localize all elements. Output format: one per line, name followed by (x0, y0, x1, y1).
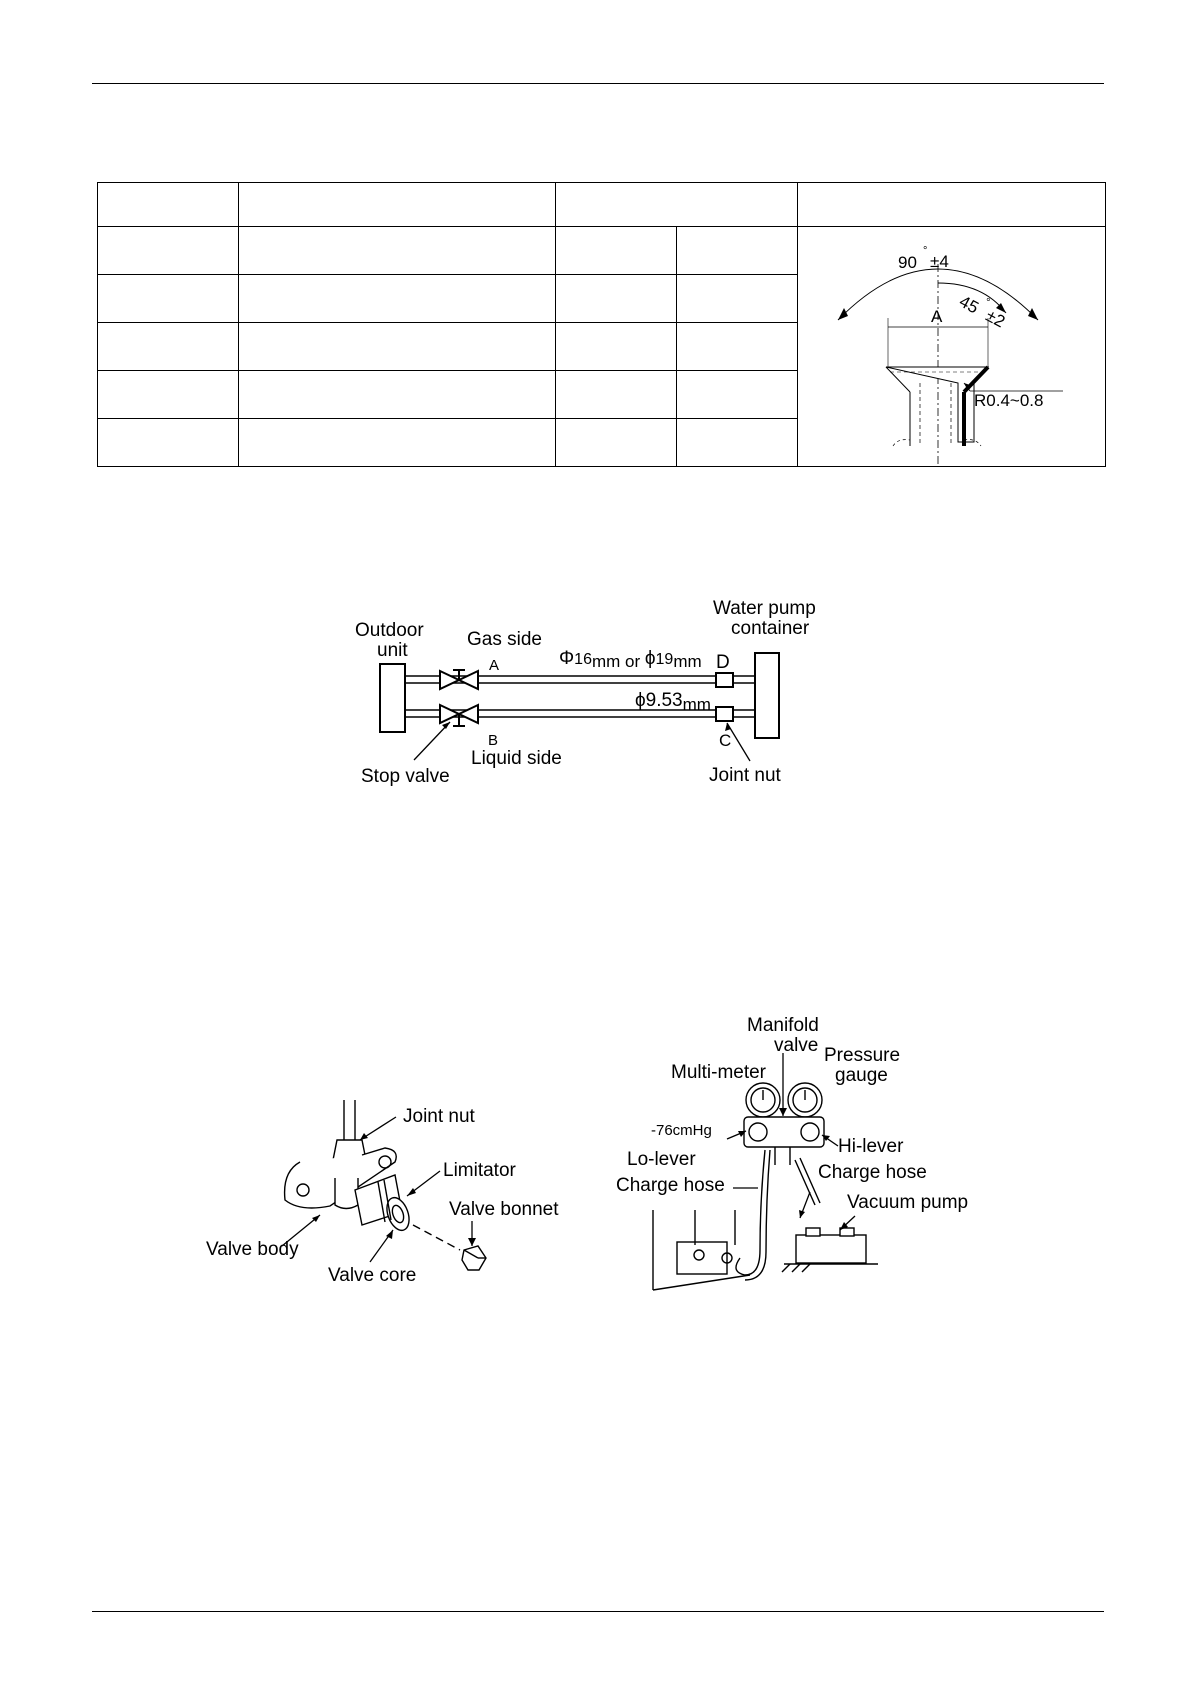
joint-nut-label: Joint nut (709, 765, 782, 786)
liquid-stop-valve (439, 703, 479, 727)
point-d-label: D (716, 652, 730, 673)
table-cell (97, 370, 239, 419)
table-cell (555, 370, 677, 419)
table-cell (676, 226, 798, 275)
container-label: Water pump (713, 598, 816, 619)
vacuum-diagram: Manifold valve Pressure gauge Multi-mete… (616, 1015, 968, 1291)
joint-nut-d (715, 672, 734, 688)
flare-figure: 90 ° ±4 45 ° ±2 A R0.4~0.8 (837, 245, 1063, 464)
charge-hose-label: Charge hose (818, 1162, 927, 1183)
gas-stop-valve (439, 669, 479, 691)
hi-lever-label: Hi-lever (838, 1136, 904, 1157)
table-cell (676, 274, 798, 323)
liquid-side-label: Liquid side (471, 748, 562, 769)
table-row (97, 418, 1106, 467)
flare-radius: R0.4~0.8 (974, 391, 1043, 410)
header-rule (92, 83, 1104, 84)
vacuum-reading-label: -76cmHg (651, 1122, 712, 1139)
table-header-row (97, 182, 1106, 227)
table-cell (555, 418, 677, 467)
flare-angle-total-tol: ±4 (930, 252, 949, 271)
table-cell (238, 274, 556, 323)
flare-angle-total: 90 (898, 253, 917, 272)
flare-dim-a: A (931, 307, 943, 326)
container-box (754, 652, 780, 739)
stop-valve-label: Stop valve (361, 766, 450, 787)
manifold-valve-label: Manifold (747, 1015, 819, 1036)
valve-body-label: Valve body (206, 1239, 299, 1260)
pressure-gauge-label: Pressure (824, 1045, 900, 1066)
joint-nut-c (715, 706, 734, 722)
manifold-valve-label: valve (774, 1035, 818, 1056)
footer-rule (92, 1611, 1104, 1612)
table-cell (97, 322, 239, 371)
valve-core-label: Valve core (328, 1265, 416, 1286)
table-row (97, 274, 1106, 323)
gas-side-label: Gas side (467, 629, 542, 650)
charge-hose-label: Charge hose (616, 1175, 725, 1196)
pressure-gauge-label: gauge (835, 1065, 888, 1086)
flare-figure-cell: 90 ° ±4 45 ° ±2 A R0.4~0.8 (797, 226, 1106, 467)
point-c-label: C (719, 731, 731, 750)
table-cell (97, 274, 239, 323)
table-cell (238, 322, 556, 371)
table-row (97, 322, 1106, 371)
table-cell (676, 418, 798, 467)
degree-symbol: ° (923, 245, 927, 257)
multimeter-label: Multi-meter (671, 1062, 767, 1083)
point-a-label: A (489, 657, 499, 674)
table-cell (238, 370, 556, 419)
joint-nut-label: Joint nut (403, 1106, 476, 1127)
table-cell (555, 226, 677, 275)
degree-symbol: ° (982, 295, 992, 308)
piping-diagram: Outdoor unit Gas side A Water pump conta… (355, 598, 816, 787)
outdoor-unit-box (379, 663, 406, 733)
table-cell (97, 418, 239, 467)
point-b-label: B (488, 732, 498, 749)
lo-lever-label: Lo-lever (627, 1149, 696, 1170)
valve-bonnet-label: Valve bonnet (449, 1199, 559, 1220)
outdoor-unit-label: unit (377, 640, 408, 661)
valve-diagram: Joint nut Limitator Valve bonnet Valve b… (206, 1100, 559, 1286)
table-cell (555, 322, 677, 371)
limitator-label: Limitator (443, 1160, 517, 1181)
vacuum-pump-label: Vacuum pump (847, 1192, 968, 1213)
table-cell (676, 322, 798, 371)
gas-pipe-size-label: Φ16mm or ϕ19mm (559, 648, 702, 671)
outdoor-unit-label: Outdoor (355, 620, 424, 641)
table-cell (797, 182, 1106, 227)
flare-dimension-table: 90 ° ±4 45 ° ±2 A R0.4~0.8 (97, 182, 1106, 467)
container-label: container (731, 618, 810, 639)
